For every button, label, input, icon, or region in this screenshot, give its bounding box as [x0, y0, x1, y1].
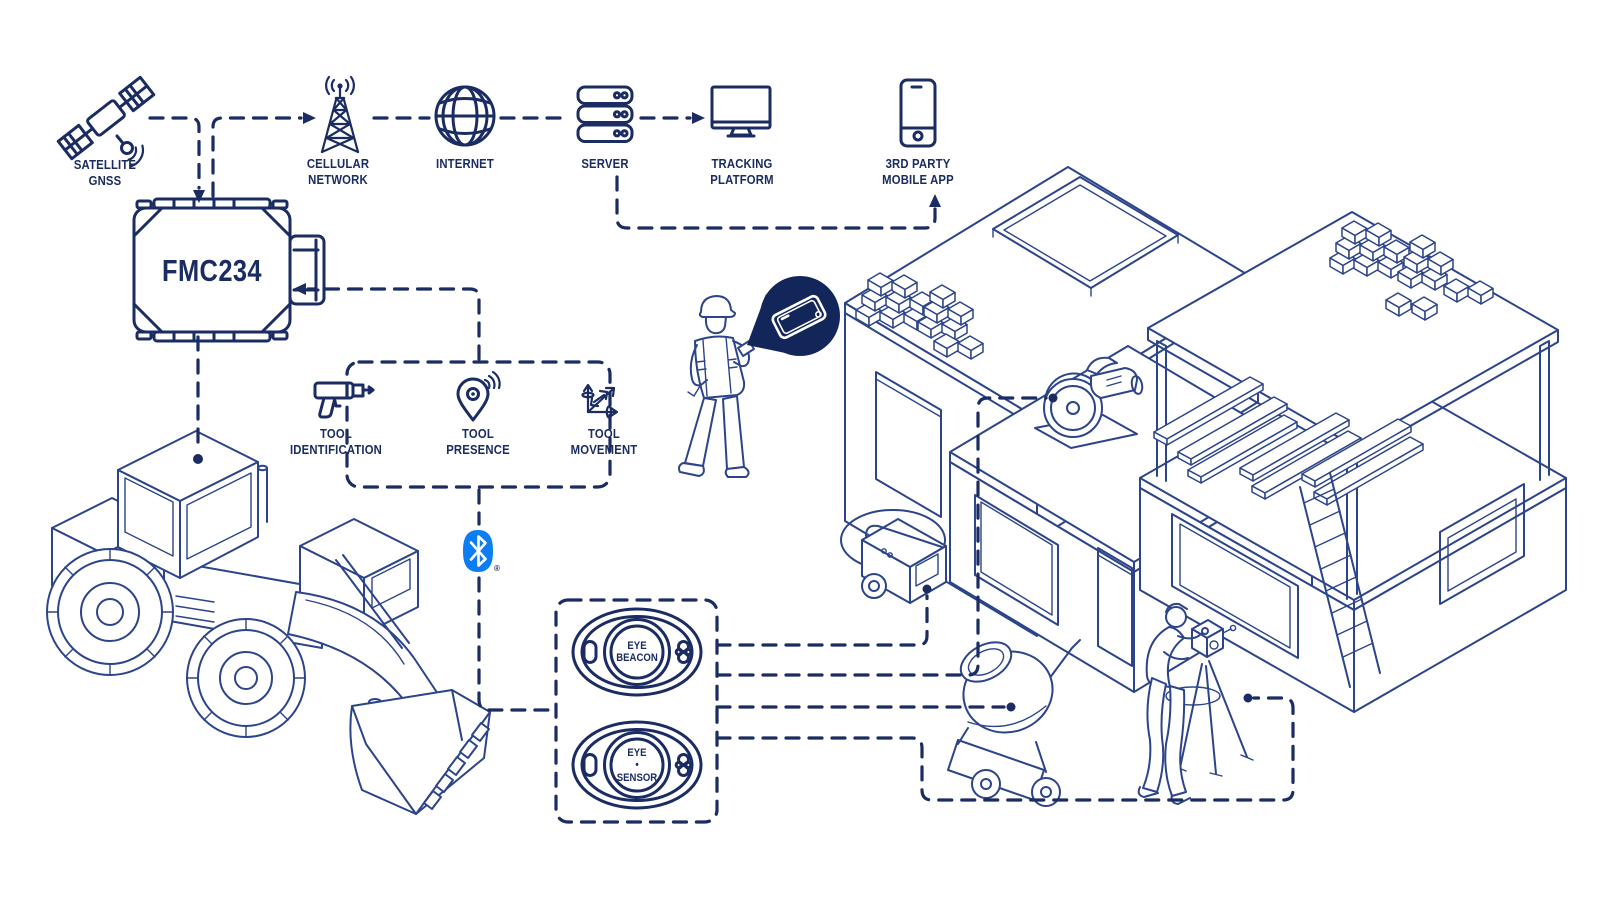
- globe-icon: [434, 85, 496, 147]
- label-server: SERVER: [581, 156, 629, 171]
- connectors: [148, 112, 1295, 824]
- connector-fmc234-to-cellular: [211, 116, 303, 198]
- connector-eyezone-to-theodolite: [715, 696, 1295, 802]
- arrowhead-up-mobile-app: [929, 194, 941, 207]
- endpoint-mixer: [1006, 702, 1016, 712]
- label-3rd-party-mobile-app: 3RD PARTY MOBILE APP: [882, 156, 954, 188]
- smartphone-in-pin-icon: [771, 294, 827, 340]
- label-internet: INTERNET: [436, 156, 494, 171]
- cellular-tower-icon: [320, 75, 360, 154]
- satellite-icon: [56, 75, 156, 168]
- label-tracking-platform: TRACKING PLATFORM: [710, 156, 774, 188]
- roof-hatch: [992, 176, 1179, 297]
- endpoint-generator: [922, 584, 932, 594]
- connector-satellite-to-fmc234: [148, 116, 201, 190]
- power-generator-illustration: [840, 509, 947, 604]
- phone-location-pin: [747, 276, 840, 356]
- server-icon: [576, 85, 634, 143]
- tool-zone-box: [345, 360, 612, 489]
- drill-icon: [313, 381, 375, 419]
- label-fmc234: FMC234: [162, 253, 262, 288]
- surveyor-with-theodolite: [1137, 602, 1254, 805]
- label-satellite-gnss: SATELLITE GNSS: [73, 157, 137, 189]
- bluetooth-icon: [463, 530, 493, 572]
- arrowhead-right-cellular: [303, 112, 316, 124]
- label-eye-sensor: EYE • SENSOR: [616, 747, 658, 784]
- smartphone-icon: [899, 78, 937, 148]
- connector-eyezone-to-generator: [715, 594, 929, 647]
- location-pin-icon: [456, 370, 501, 422]
- wheel-loader-illustration: [46, 430, 491, 815]
- construction-worker-with-phone: [678, 295, 755, 478]
- connector-bluetooth-to-eyezone: [477, 576, 556, 712]
- endpoint-theodolite: [1243, 693, 1253, 703]
- cement-mixer-illustration: [947, 639, 1081, 807]
- arrowhead-right-platform: [692, 112, 705, 124]
- connector-eyezone-to-saw: [715, 396, 1048, 677]
- ladder: [1299, 472, 1381, 688]
- movement-axes-icon: [581, 383, 619, 419]
- label-cellular-network: CELLULAR NETWORK: [306, 156, 370, 188]
- circular-saw-illustration: [1034, 356, 1144, 449]
- label-eye-beacon: EYE BEACON: [616, 640, 658, 665]
- label-tool-presence: TOOL PRESENCE: [446, 426, 510, 458]
- bluetooth-registered-mark: ®: [494, 564, 500, 573]
- connector-toolzone-to-fmc234: [306, 287, 481, 361]
- eye-zone-box: [554, 598, 719, 824]
- arrowhead-down-fmc234: [193, 190, 205, 203]
- connector-server-to-mobile-app: [615, 175, 937, 230]
- label-tool-identification: TOOL IDENTIFICATION: [289, 426, 383, 458]
- endpoint-saw: [1048, 393, 1058, 403]
- desktop-monitor-icon: [710, 85, 772, 138]
- construction-building-right: [1139, 211, 1567, 713]
- label-tool-movement: TOOL MOVEMENT: [570, 426, 638, 458]
- fmc234-device: [132, 197, 326, 343]
- endpoint-loader: [193, 454, 203, 464]
